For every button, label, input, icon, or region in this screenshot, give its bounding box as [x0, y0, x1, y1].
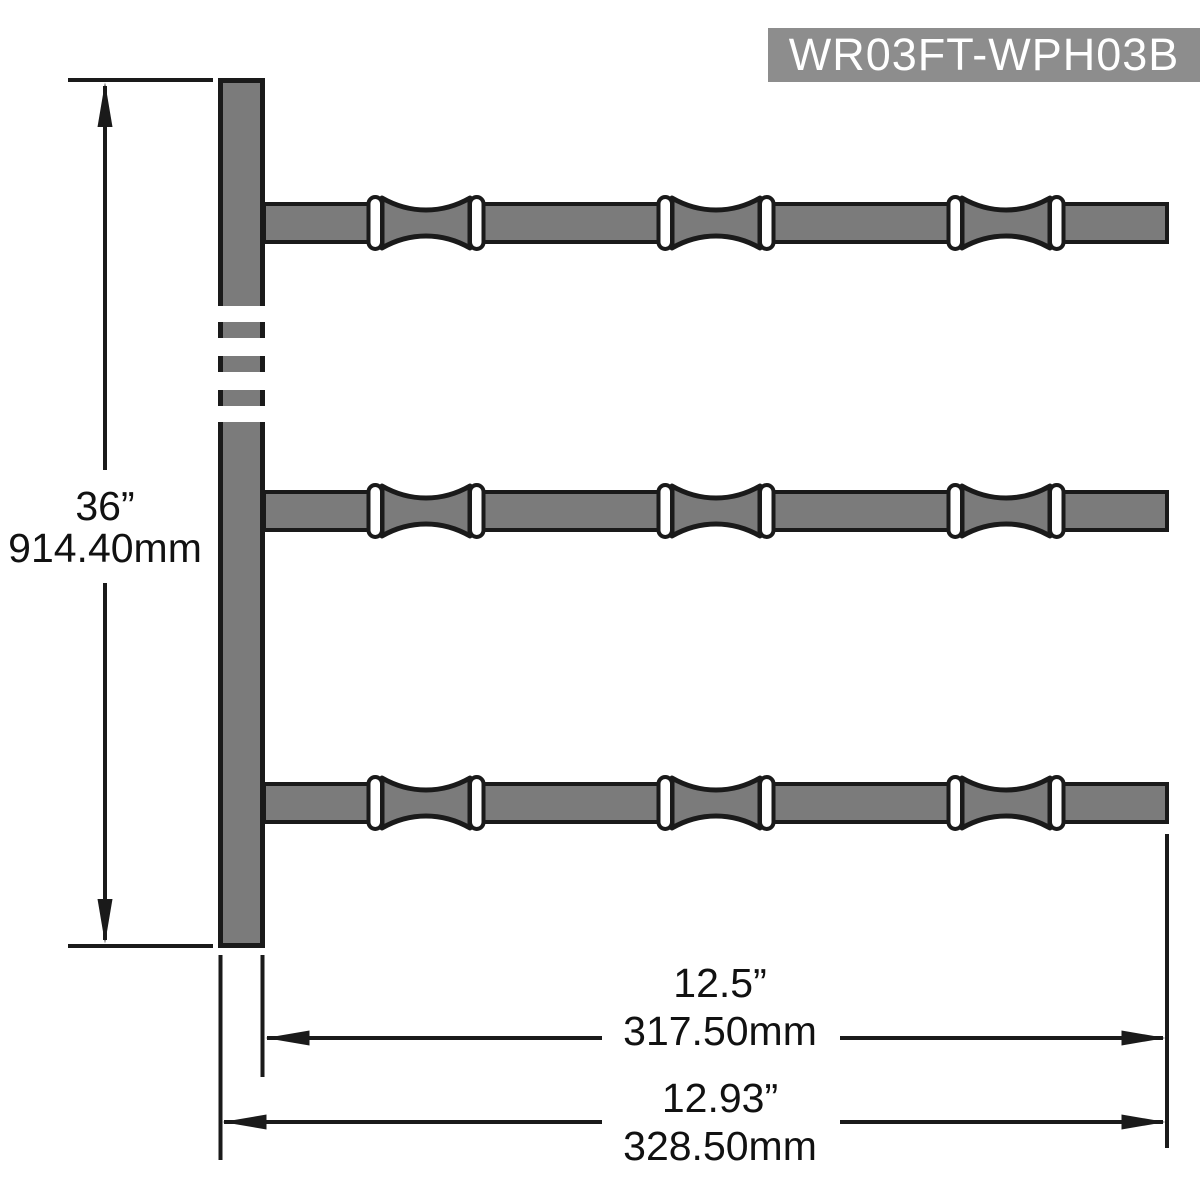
rail-top [264, 197, 1167, 249]
rail-middle [264, 485, 1167, 537]
height-dimension: 36” 914.40mm [8, 78, 213, 948]
overall-depth-dimension: 12.93” 328.50mm [222, 1075, 1166, 1169]
rail-length-inches: 12.5” [673, 960, 766, 1006]
break-lines [218, 322, 265, 406]
part-number-text: WR03FT-WPH03B [789, 29, 1180, 80]
overall-depth-mm: 328.50mm [623, 1123, 817, 1169]
height-inches: 36” [75, 483, 134, 529]
extension-lines [218, 834, 1169, 1160]
height-mm: 914.40mm [8, 525, 202, 571]
overall-depth-inches: 12.93” [662, 1075, 778, 1121]
rail-bottom [264, 777, 1167, 829]
arrowhead-down [97, 899, 113, 944]
arrowhead-left [265, 1030, 310, 1046]
rail-length-dimension: 12.5” 317.50mm [265, 960, 1166, 1054]
arrowhead-right [1121, 1114, 1166, 1130]
arrowhead-right [1121, 1030, 1166, 1046]
part-number-badge: WR03FT-WPH03B [768, 28, 1200, 82]
wall-mount-bar [218, 78, 265, 948]
rails [264, 197, 1167, 829]
badge-background [768, 28, 1200, 82]
arrowhead-left [222, 1114, 267, 1130]
rail-length-mm: 317.50mm [623, 1008, 817, 1054]
arrowhead-up [97, 82, 113, 127]
